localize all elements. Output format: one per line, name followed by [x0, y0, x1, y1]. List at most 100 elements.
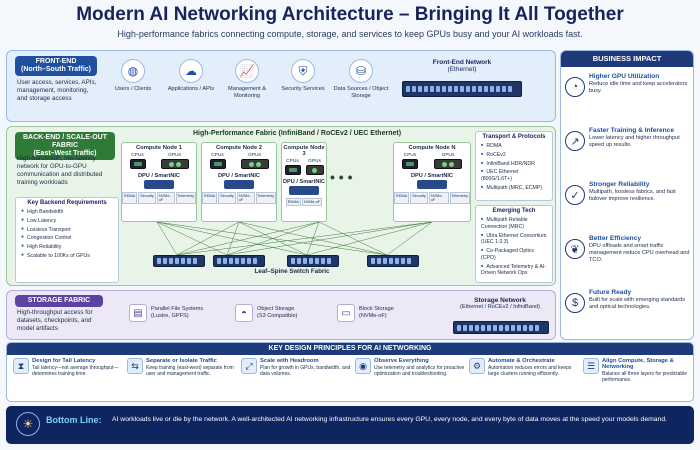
principle-title: Scale with Headroom [260, 358, 319, 364]
shield-icon: ⛨ [291, 59, 315, 83]
sub-feature: RDMA [122, 192, 138, 204]
sub-feature: Telemetry [255, 192, 276, 204]
impact-item-desc: Multipath, lossless fabrics, and fast fa… [589, 189, 676, 202]
sub-feature: NVMe-oF [428, 192, 449, 204]
storage-tag: STORAGE FABRIC [15, 295, 103, 308]
transport-item: RDMA [481, 142, 547, 150]
node-title: Compute Node 1 [135, 145, 183, 151]
principle-desc: Tail latency—not average throughput—dete… [32, 365, 119, 377]
fabric-title: High-Performance Fabric (InfiniBand / Ro… [192, 130, 402, 137]
front-end-panel: FRONT-END (North–South Traffic) User acc… [6, 50, 556, 122]
front-item-label: Data Sources / Object Storage [333, 86, 389, 99]
principle-title: Observe Everything [374, 358, 429, 364]
front-end-tag-title: FRONT-END [35, 58, 77, 65]
bottom-line-label: Bottom Line: [46, 415, 102, 425]
transport-item: Multipath (MRC, ECMP) [481, 184, 547, 192]
impact-item-title: Higher GPU Utilization [589, 73, 660, 80]
requirement-item: High Reliability [21, 243, 113, 251]
hourglass-icon: ⧗ [13, 358, 29, 374]
principle-desc: Use telemetry and analytics for proactiv… [374, 365, 465, 377]
dpu-card-icon [144, 180, 174, 189]
front-item-data: ⛁ Data Sources / Object Storage [329, 59, 393, 99]
leaf-switch [367, 255, 419, 267]
gpu-card-icon [240, 159, 269, 169]
leaf-spine-label: Leaf–Spine Switch Fabric [254, 268, 330, 275]
impact-item-desc: DPU offloads and smart traffic managemen… [589, 243, 690, 263]
lightbulb-icon: ☀ [16, 412, 40, 436]
storage-item-block: ▭ Block Storage(NVMe-oF) [337, 304, 394, 322]
dpu-label: DPU / SmartNIC [218, 173, 260, 179]
dpu-card-icon [417, 180, 447, 189]
emerging-item: Advanced Telemetry & AI-Driven Network O… [481, 263, 547, 278]
storage-item-sub: (NVMe-oF) [359, 313, 387, 319]
requirement-item: Congestion Control [21, 234, 113, 242]
gpu-label: GPUs [308, 159, 321, 164]
sub-feature: Security [218, 192, 236, 204]
storage-switch [453, 321, 549, 334]
cpu-chip-icon [402, 159, 418, 169]
leaf-icon: ❦ [565, 239, 585, 259]
sub-feature: Telemetry [449, 192, 470, 204]
database-icon: ⛁ [349, 59, 373, 83]
gpu-card-icon [434, 159, 462, 169]
front-end-network-title: Front-End Network (Ethernet) [402, 59, 522, 73]
storage-item-sub: (S3 Compatible) [257, 313, 298, 319]
principle-title: Align Compute, Storage & Networking [602, 358, 674, 370]
requirements-title: Key Backend Requirements [27, 200, 107, 206]
front-end-tag-sub: (North–South Traffic) [21, 66, 91, 74]
front-item-users: ◍ Users / Clients [101, 59, 165, 93]
storage-item-label: Block Storage [359, 306, 394, 313]
requirements-list: High Bandwidth Low Latency Lossless Tran… [16, 206, 118, 263]
principle-desc: Balance all three layers for predictable… [602, 371, 688, 383]
principle-title: Automate & Orchestrate [488, 358, 555, 364]
layers-icon: ☰ [583, 358, 599, 374]
globe-icon: ◍ [121, 59, 145, 83]
folder-icon: ▤ [129, 304, 147, 322]
requirement-item: Scalable to 100Ks of GPUs [21, 252, 113, 260]
front-item-label: Security Services [281, 86, 325, 92]
impact-item-title: Faster Training & Inference [589, 127, 675, 134]
front-network-sub-text: (Ethernet) [447, 66, 477, 73]
front-end-switch [402, 81, 522, 97]
compute-node: Compute Node 3 CPUs GPUs DPU / SmartNIC … [281, 142, 327, 222]
cpu-label: CPUs [211, 153, 224, 158]
chart-icon: 📈 [235, 59, 259, 83]
impact-item-desc: Reduce idle time and keep accelerators b… [589, 81, 688, 94]
gauge-icon: ◔ [565, 77, 585, 97]
page-title: Modern AI Networking Architecture – Brin… [76, 4, 624, 25]
cpu-label: CPUs [403, 153, 417, 158]
principle-title: Design for Tail Latency [32, 358, 96, 364]
cpu-chip-icon [284, 165, 301, 175]
storage-network-title: Storage Network (Ethernet / RoCEv2 / Inf… [447, 297, 553, 310]
back-end-description: High-bandwidth, low-latency network for … [17, 155, 103, 186]
impact-item-desc: Lower latency and higher throughput spee… [589, 135, 680, 148]
sub-feature: Security [138, 192, 156, 204]
principle-desc: Plan for growth in GPUs, bandwidth, and … [260, 365, 351, 377]
node-title: Compute Node N [408, 145, 456, 151]
business-impact-panel: BUSINESS IMPACT ◔ Higher GPU Utilization… [560, 50, 694, 340]
bucket-icon: ◓ [235, 304, 253, 322]
back-end-panel: BACK-END / SCALE-OUT FABRIC (East–West T… [6, 126, 556, 286]
node-title: Compute Node 2 [215, 145, 263, 151]
sub-feature: RDMA [202, 192, 218, 204]
impact-item-title: Better Efficiency [589, 235, 642, 242]
requirement-item: Low Latency [21, 217, 113, 225]
back-end-tag-title: BACK-END / SCALE-OUT FABRIC [23, 134, 107, 150]
transport-box: Transport & Protocols RDMA RoCEv2 Infini… [475, 131, 553, 201]
scale-icon: ⤢ [241, 358, 257, 374]
leaf-switch [153, 255, 205, 267]
emerging-item: Multipath Reliable Connection (MRC) [481, 216, 547, 231]
storage-item-pfs: ▤ Parallel File Systems(Lustre, GPFS) [129, 304, 203, 322]
page-subtitle: High-performance fabrics connecting comp… [117, 29, 583, 39]
emerging-title: Emerging Tech [492, 208, 536, 214]
transport-item: RoCEv2 [481, 151, 547, 159]
gear-icon: ⚙ [469, 358, 485, 374]
dollar-icon: $ [565, 293, 585, 313]
